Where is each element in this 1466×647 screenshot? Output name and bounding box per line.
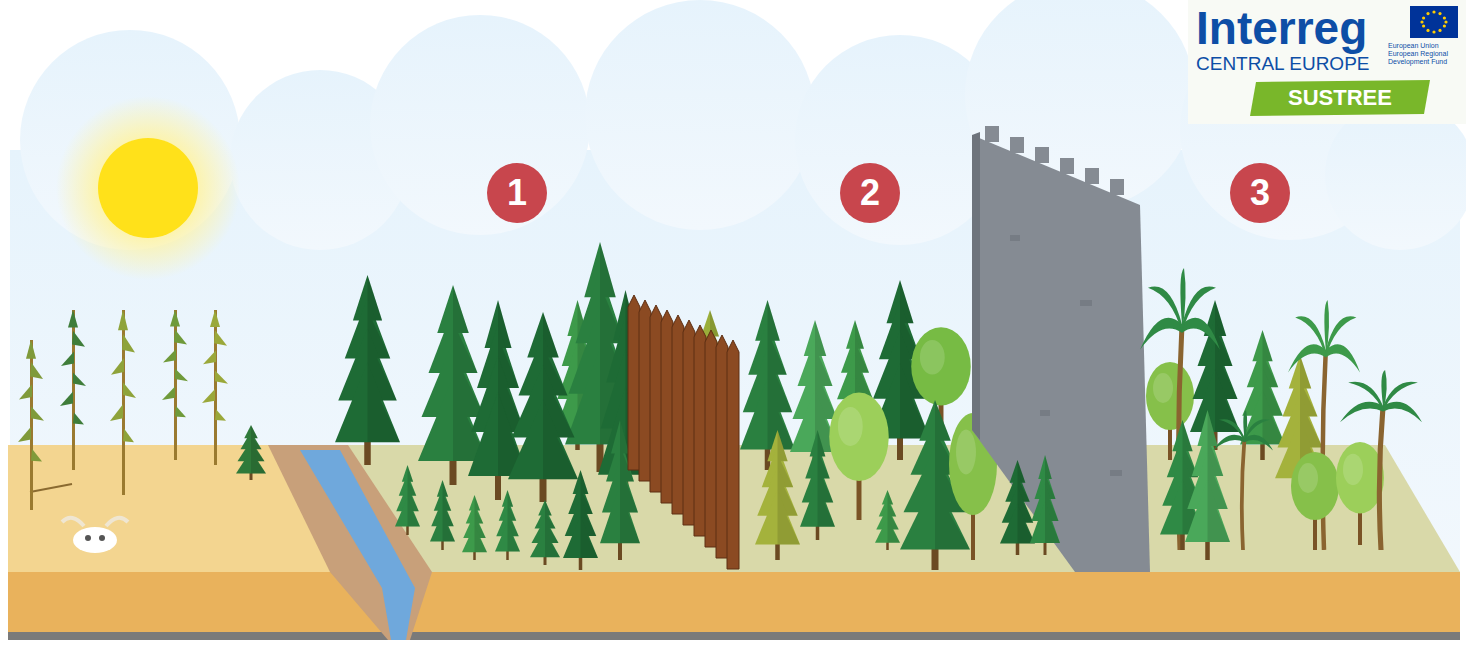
banner-text: SUSTREE: [1288, 87, 1392, 109]
small-conifer: [395, 465, 420, 535]
wooden-palisade: [628, 295, 739, 569]
dry-pine: [60, 310, 86, 470]
stone-wall: [972, 126, 1150, 572]
conifer-tree: [740, 300, 795, 470]
deciduous-tree: [829, 393, 889, 520]
fund-text: European Union: [1388, 42, 1462, 49]
small-conifer: [462, 495, 487, 560]
fund-text: European Regional Development Fund: [1388, 50, 1462, 65]
logo-text: CENTRAL EUROPE: [1196, 54, 1370, 74]
eu-flag: [1410, 6, 1458, 38]
dry-pine: [202, 310, 228, 465]
olive-conifer: [755, 430, 800, 560]
small-conifer: [1030, 455, 1060, 555]
logo-panel: [1188, 0, 1466, 124]
sun: [98, 138, 198, 238]
soil-layer: [8, 572, 1460, 632]
small-conifer: [875, 490, 900, 550]
small-conifer: [495, 490, 520, 560]
small-conifer: [430, 480, 455, 550]
palm-tree: [1340, 370, 1422, 550]
conifer-tree: [800, 430, 835, 540]
canal-water: [300, 450, 415, 640]
dry-branch: [30, 484, 72, 492]
callout-text: 2: [860, 175, 880, 211]
small-conifer: [236, 425, 266, 480]
project-banner: SUSTREE: [1250, 80, 1430, 116]
canal-bank: [268, 445, 432, 640]
callout-number: 3: [1230, 163, 1290, 223]
dry-pine: [162, 310, 188, 460]
sun-glow: [56, 96, 240, 280]
palm-tree: [1288, 300, 1360, 550]
cattle-skull: [62, 518, 128, 553]
soil-base: [8, 632, 1460, 640]
deciduous-tree: [1291, 452, 1339, 550]
small-conifer: [1000, 460, 1035, 555]
callout-number: 1: [487, 163, 547, 223]
palm-tree: [1213, 410, 1273, 550]
conifer-tree: [335, 275, 400, 465]
callout-text: 3: [1250, 175, 1270, 211]
conifer-tree: [508, 312, 578, 502]
callout-text: 1: [507, 175, 527, 211]
dry-pine: [18, 340, 44, 510]
small-conifer: [563, 470, 598, 570]
callout-number: 2: [840, 163, 900, 223]
conifer-tree: [1185, 410, 1230, 560]
logo-text: Interreg: [1196, 4, 1367, 52]
small-conifer: [530, 500, 560, 565]
dry-pine: [110, 310, 136, 495]
